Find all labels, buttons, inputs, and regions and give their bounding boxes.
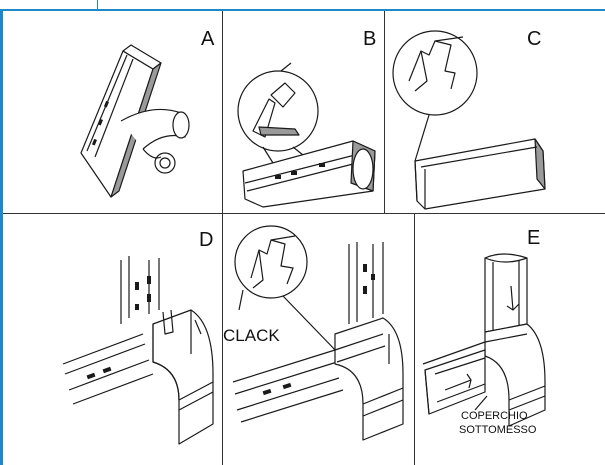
panel-a-illustration bbox=[80, 44, 190, 198]
left-accent-bar bbox=[0, 10, 3, 465]
panel-b-illustration bbox=[237, 62, 376, 208]
panel-e-middle: CLACK bbox=[223, 214, 414, 465]
callout-clack: CLACK bbox=[223, 326, 280, 345]
panel-b: B bbox=[223, 11, 384, 213]
grid-divider-ab bbox=[222, 11, 223, 213]
panel-a: A bbox=[3, 11, 222, 213]
callout-cover-line1: COPERCHIO bbox=[461, 410, 528, 422]
callout-cover-line2: SOTTOMESSO bbox=[459, 424, 537, 436]
panel-c-label: C bbox=[527, 28, 542, 50]
grid-divider-de bbox=[222, 213, 223, 465]
panel-c: C bbox=[385, 11, 605, 213]
panel-d: D bbox=[3, 214, 222, 465]
panel-d-illustration bbox=[62, 256, 214, 445]
grid-divider-ef bbox=[414, 213, 415, 465]
panel-e-illustration bbox=[422, 253, 546, 427]
panel-b-label: B bbox=[363, 28, 377, 50]
panel-e-label: E bbox=[527, 227, 541, 249]
panel-e-middle-illustration bbox=[232, 225, 404, 441]
panel-c-illustration bbox=[392, 30, 546, 210]
top-accent-line bbox=[0, 9, 605, 11]
panel-e: E bbox=[415, 214, 605, 465]
top-accent-bar bbox=[0, 0, 605, 11]
panel-d-label: D bbox=[199, 229, 214, 251]
top-accent-tick bbox=[97, 0, 98, 10]
grid-divider-bc bbox=[384, 11, 385, 213]
grid-divider-horizontal bbox=[3, 213, 605, 214]
panel-a-label: A bbox=[201, 28, 215, 50]
